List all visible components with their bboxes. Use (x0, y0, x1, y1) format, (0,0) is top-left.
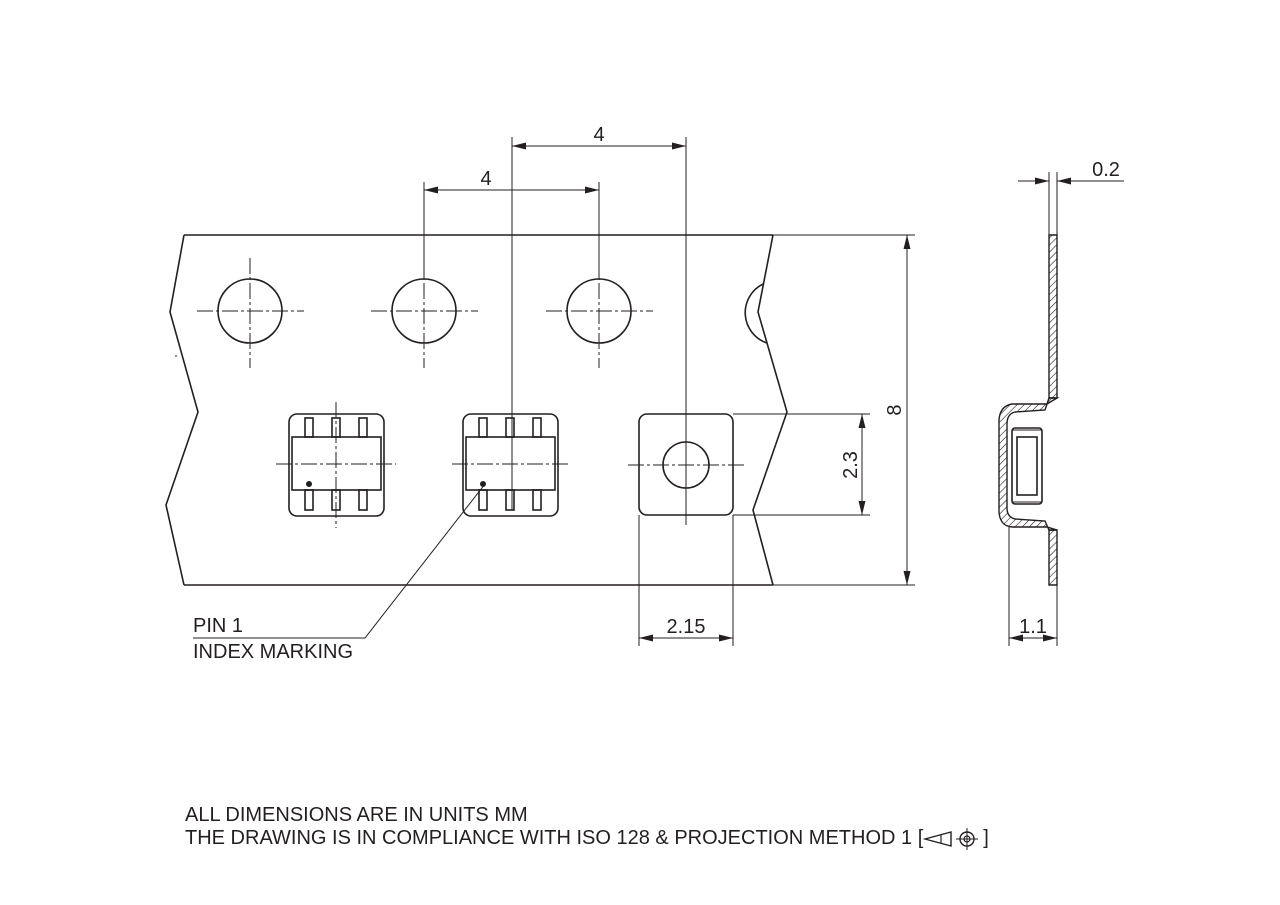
component-pocket (452, 413, 570, 517)
compliance-text: THE DRAWING IS IN COMPLIANCE WITH ISO 12… (185, 827, 913, 849)
sprocket-hole-partial (744, 283, 768, 344)
pin1-dot (480, 481, 486, 487)
pitch-dimension-upper: 4 (511, 124, 687, 525)
pocket-width-dimension: 2.15 (638, 515, 734, 646)
tape-section-view (998, 234, 1060, 586)
pitch-dimension-lower: 4 (423, 168, 600, 280)
tape-width-value: 8 (884, 404, 906, 415)
pitch-value-upper: 4 (593, 124, 604, 146)
sprocket-hole (197, 258, 304, 368)
thickness-dimension: 0.2 (1018, 159, 1124, 235)
tape-width-dimension: 8 (773, 234, 915, 586)
pocket-height-value: 2.3 (840, 451, 862, 479)
depth-value: 1.1 (1019, 616, 1047, 638)
projection-method-icon (923, 827, 979, 850)
thickness-value: 0.2 (1092, 159, 1120, 181)
pin1-dot (306, 481, 312, 487)
depth-dimension: 1.1 (1008, 527, 1058, 646)
pin1-index-callout: PIN 1 INDEX MARKING (193, 483, 486, 663)
index-marking-label: INDEX MARKING (193, 641, 353, 663)
pocket-height-dimension: 2.3 (733, 413, 870, 516)
bracket-close: ] (983, 827, 989, 849)
units-note: ALL DIMENSIONS ARE IN UNITS MM (185, 804, 528, 826)
pin1-label: PIN 1 (193, 615, 243, 637)
bracket-open: [ (917, 827, 924, 849)
pocket-width-value: 2.15 (667, 616, 706, 638)
carrier-tape-outline (165, 234, 788, 586)
component-pocket (276, 402, 396, 528)
pitch-value-lower: 4 (480, 168, 491, 190)
compliance-note: THE DRAWING IS IN COMPLIANCE WITH ISO 12… (185, 827, 989, 850)
